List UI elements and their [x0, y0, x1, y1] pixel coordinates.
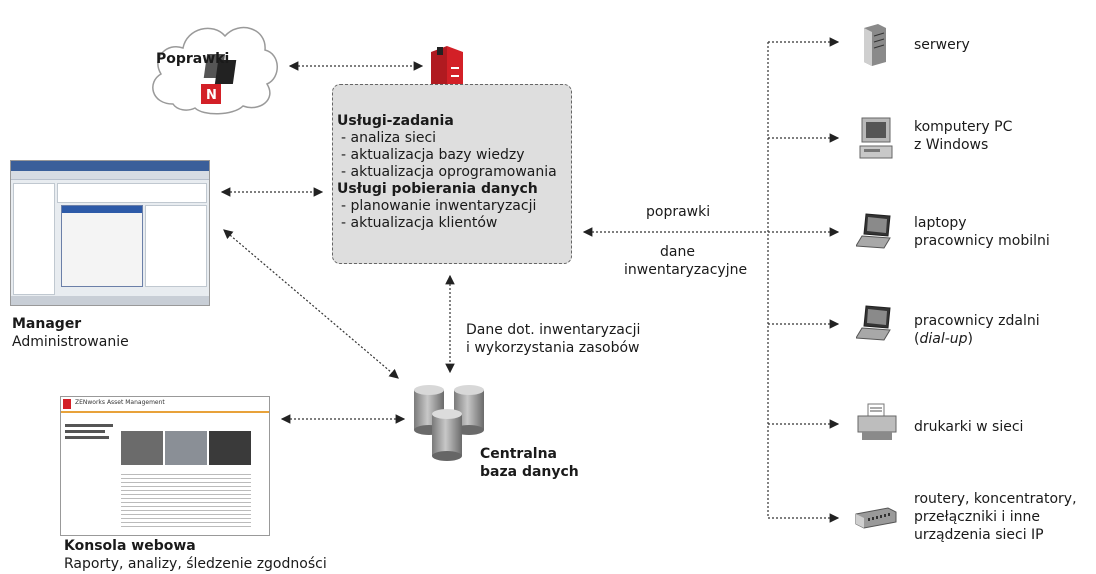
- service-item: - aktualizacja oprogramowania: [341, 164, 557, 180]
- db-link-label-line2: i wykorzystania zasobów: [466, 340, 640, 356]
- patches-flow-label: poprawki: [646, 204, 711, 220]
- services-title-tasks: Usługi-zadania: [337, 113, 454, 129]
- manager-screenshot: [10, 160, 210, 306]
- inventory-flow-label-line2: inwentaryzacyjne: [624, 262, 748, 278]
- device-label-routers: routery, koncentratory, przełączniki i i…: [914, 491, 1077, 543]
- cloud-label: Poprawki: [156, 51, 230, 67]
- device-label-servers: serwery: [914, 37, 970, 53]
- laptop-icon: [856, 213, 891, 249]
- server-icon: [864, 24, 886, 66]
- inventory-flow-label-line1: dane: [660, 244, 695, 260]
- router-icon: [855, 507, 897, 529]
- database-label-line1: Centralna: [480, 446, 557, 462]
- console-title: Konsola webowa: [64, 538, 196, 554]
- product-box-icon: [431, 46, 463, 94]
- web-console-screenshot: ZENworks Asset Management: [60, 396, 270, 536]
- service-item: - analiza sieci: [341, 130, 437, 146]
- printer-icon: [857, 403, 897, 440]
- desktop-pc-icon: [859, 117, 893, 159]
- patches-cloud: N Poprawki: [143, 12, 283, 122]
- console-subtitle: Raporty, analizy, śledzenie zgodności: [64, 556, 327, 572]
- device-label-remote: pracownicy zdalni (dial-up): [914, 313, 1040, 347]
- service-item: - aktualizacja bazy wiedzy: [341, 147, 525, 163]
- cloud-icon: N: [152, 26, 278, 115]
- database-label-line2: baza danych: [480, 464, 579, 480]
- svg-text:N: N: [206, 88, 217, 103]
- manager-title: Manager: [12, 316, 82, 332]
- device-label-pcs: komputery PC z Windows: [914, 119, 1013, 153]
- services-title-collection: Usługi pobierania danych: [337, 181, 538, 197]
- device-label-printers: drukarki w sieci: [914, 419, 1024, 435]
- device-label-laptops: laptopy pracownicy mobilni: [914, 215, 1050, 249]
- console-screen-title: ZENworks Asset Management: [75, 399, 165, 406]
- manager-subtitle: Administrowanie: [12, 334, 129, 350]
- laptop-icon: [856, 305, 891, 341]
- service-item: - aktualizacja klientów: [341, 215, 498, 231]
- db-link-label-line1: Dane dot. inwentaryzacji: [466, 322, 641, 338]
- services-box: Usługi-zadania - analiza sieci - aktuali…: [332, 84, 572, 264]
- service-item: - planowanie inwentaryzacji: [341, 198, 537, 214]
- database-icon: [414, 385, 484, 461]
